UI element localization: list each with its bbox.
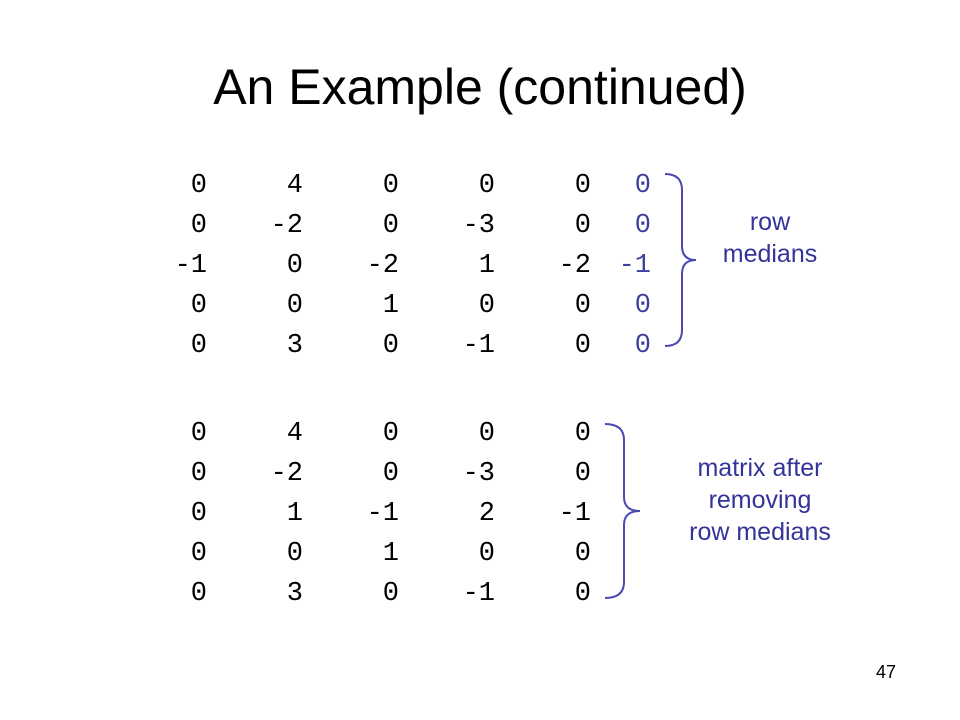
matrix-row: 0 0 1 0 0 [141, 534, 591, 574]
matrix-cell: 0 [286, 291, 303, 321]
matrix-after-brace [604, 423, 641, 599]
matrix-cell: 0 [286, 251, 303, 281]
matrix-cell: 0 [190, 171, 207, 201]
matrix-cell: 0 [190, 539, 207, 569]
matrix-after-removal: 0 4 0 0 0 0 -2 0 -3 0 0 1 -1 2 -1 0 0 1 0 0 0 3 0 -1 0 [141, 414, 591, 614]
matrix-cell: -2 [366, 251, 399, 281]
row-median-value: 0 [634, 171, 651, 201]
matrix-cell: -1 [366, 499, 399, 529]
matrix-cell: 0 [478, 291, 495, 321]
matrix-cell: 0 [382, 211, 399, 241]
matrix-row: 0 0 1 0 0 [141, 286, 591, 326]
matrix-cell: 0 [382, 459, 399, 489]
matrix-cell: -2 [270, 459, 303, 489]
median-row: 0 [611, 286, 651, 326]
matrix-cell: -2 [270, 211, 303, 241]
matrix-cell: 0 [574, 291, 591, 321]
matrix-cell: 3 [286, 331, 303, 361]
row-medians-column: 0 0 -1 0 0 [611, 166, 651, 366]
matrix-cell: -1 [462, 331, 495, 361]
matrix-cell: 0 [382, 579, 399, 609]
matrix-cell: 0 [574, 539, 591, 569]
matrix-cell: 0 [478, 171, 495, 201]
matrix-cell: 0 [190, 499, 207, 529]
matrix-after-body: 0 4 0 0 0 0 -2 0 -3 0 0 1 -1 2 -1 0 0 1 0 0 0 3 0 -1 0 [141, 414, 591, 614]
matrix-row: 0 1 -1 2 -1 [141, 494, 591, 534]
row-medians-label-line: medians [722, 240, 818, 268]
row-medians-body: 0 0 -1 0 0 [611, 166, 651, 366]
median-row: 0 [611, 206, 651, 246]
matrix-row: 0 -2 0 -3 0 [141, 206, 591, 246]
row-medians-brace [664, 173, 697, 347]
row-medians-label: row medians [700, 206, 840, 270]
matrix-row: 0 3 0 -1 0 [141, 326, 591, 366]
slide-title: An Example (continued) [213, 59, 747, 115]
matrix-cell: 4 [286, 171, 303, 201]
matrix-cell: 4 [286, 419, 303, 449]
matrix-after-label-line: row medians [689, 518, 831, 546]
matrix-cell: 0 [382, 171, 399, 201]
matrix-row: 0 -2 0 -3 0 [141, 454, 591, 494]
matrix-cell: 0 [382, 419, 399, 449]
matrix-cell: 0 [478, 419, 495, 449]
matrix-after-label-line: removing [708, 486, 812, 514]
matrix-cell: 0 [574, 211, 591, 241]
matrix-cell: -1 [462, 579, 495, 609]
matrix-cell: 0 [574, 579, 591, 609]
matrix-cell: 0 [478, 539, 495, 569]
row-median-value: 0 [634, 291, 651, 321]
matrix-row: 0 4 0 0 0 [141, 166, 591, 206]
page-number: 47 [876, 662, 897, 682]
matrix-cell: 0 [190, 291, 207, 321]
matrix-cell: 0 [382, 331, 399, 361]
matrix-row: -1 0 -2 1 -2 [141, 246, 591, 286]
matrix-cell: 0 [190, 331, 207, 361]
matrix-cell: 0 [286, 539, 303, 569]
matrix-cell: -3 [462, 211, 495, 241]
matrix-cell: 0 [574, 459, 591, 489]
original-matrix: 0 4 0 0 0 0 -2 0 -3 0 -1 0 -2 1 -2 0 0 1 0 0 0 3 0 -1 0 [141, 166, 591, 366]
matrix-after-label-line: matrix after [697, 454, 823, 482]
matrix-cell: 1 [382, 291, 399, 321]
matrix-cell: 1 [478, 251, 495, 281]
matrix-cell: 0 [574, 331, 591, 361]
matrix-cell: 0 [190, 579, 207, 609]
matrix-cell: 0 [574, 171, 591, 201]
median-row: 0 [611, 326, 651, 366]
matrix-cell: 0 [190, 459, 207, 489]
matrix-cell: -2 [558, 251, 591, 281]
matrix-cell: 2 [478, 499, 495, 529]
row-median-value: -1 [618, 251, 651, 281]
row-medians-label-line: row [749, 208, 791, 236]
matrix-cell: 1 [382, 539, 399, 569]
matrix-row: 0 3 0 -1 0 [141, 574, 591, 614]
matrix-cell: 0 [190, 419, 207, 449]
matrix-cell: 0 [574, 419, 591, 449]
matrix-cell: -3 [462, 459, 495, 489]
matrix-cell: 0 [190, 211, 207, 241]
row-median-value: 0 [634, 331, 651, 361]
matrix-cell: 3 [286, 579, 303, 609]
median-row: -1 [611, 246, 651, 286]
matrix-cell: -1 [558, 499, 591, 529]
matrix-cell: 1 [286, 499, 303, 529]
row-median-value: 0 [634, 211, 651, 241]
original-matrix-body: 0 4 0 0 0 0 -2 0 -3 0 -1 0 -2 1 -2 0 0 1 0 0 0 3 0 -1 0 [141, 166, 591, 366]
matrix-cell: -1 [174, 251, 207, 281]
median-row: 0 [611, 166, 651, 206]
matrix-after-label: matrix after removing row medians [650, 452, 870, 548]
matrix-row: 0 4 0 0 0 [141, 414, 591, 454]
